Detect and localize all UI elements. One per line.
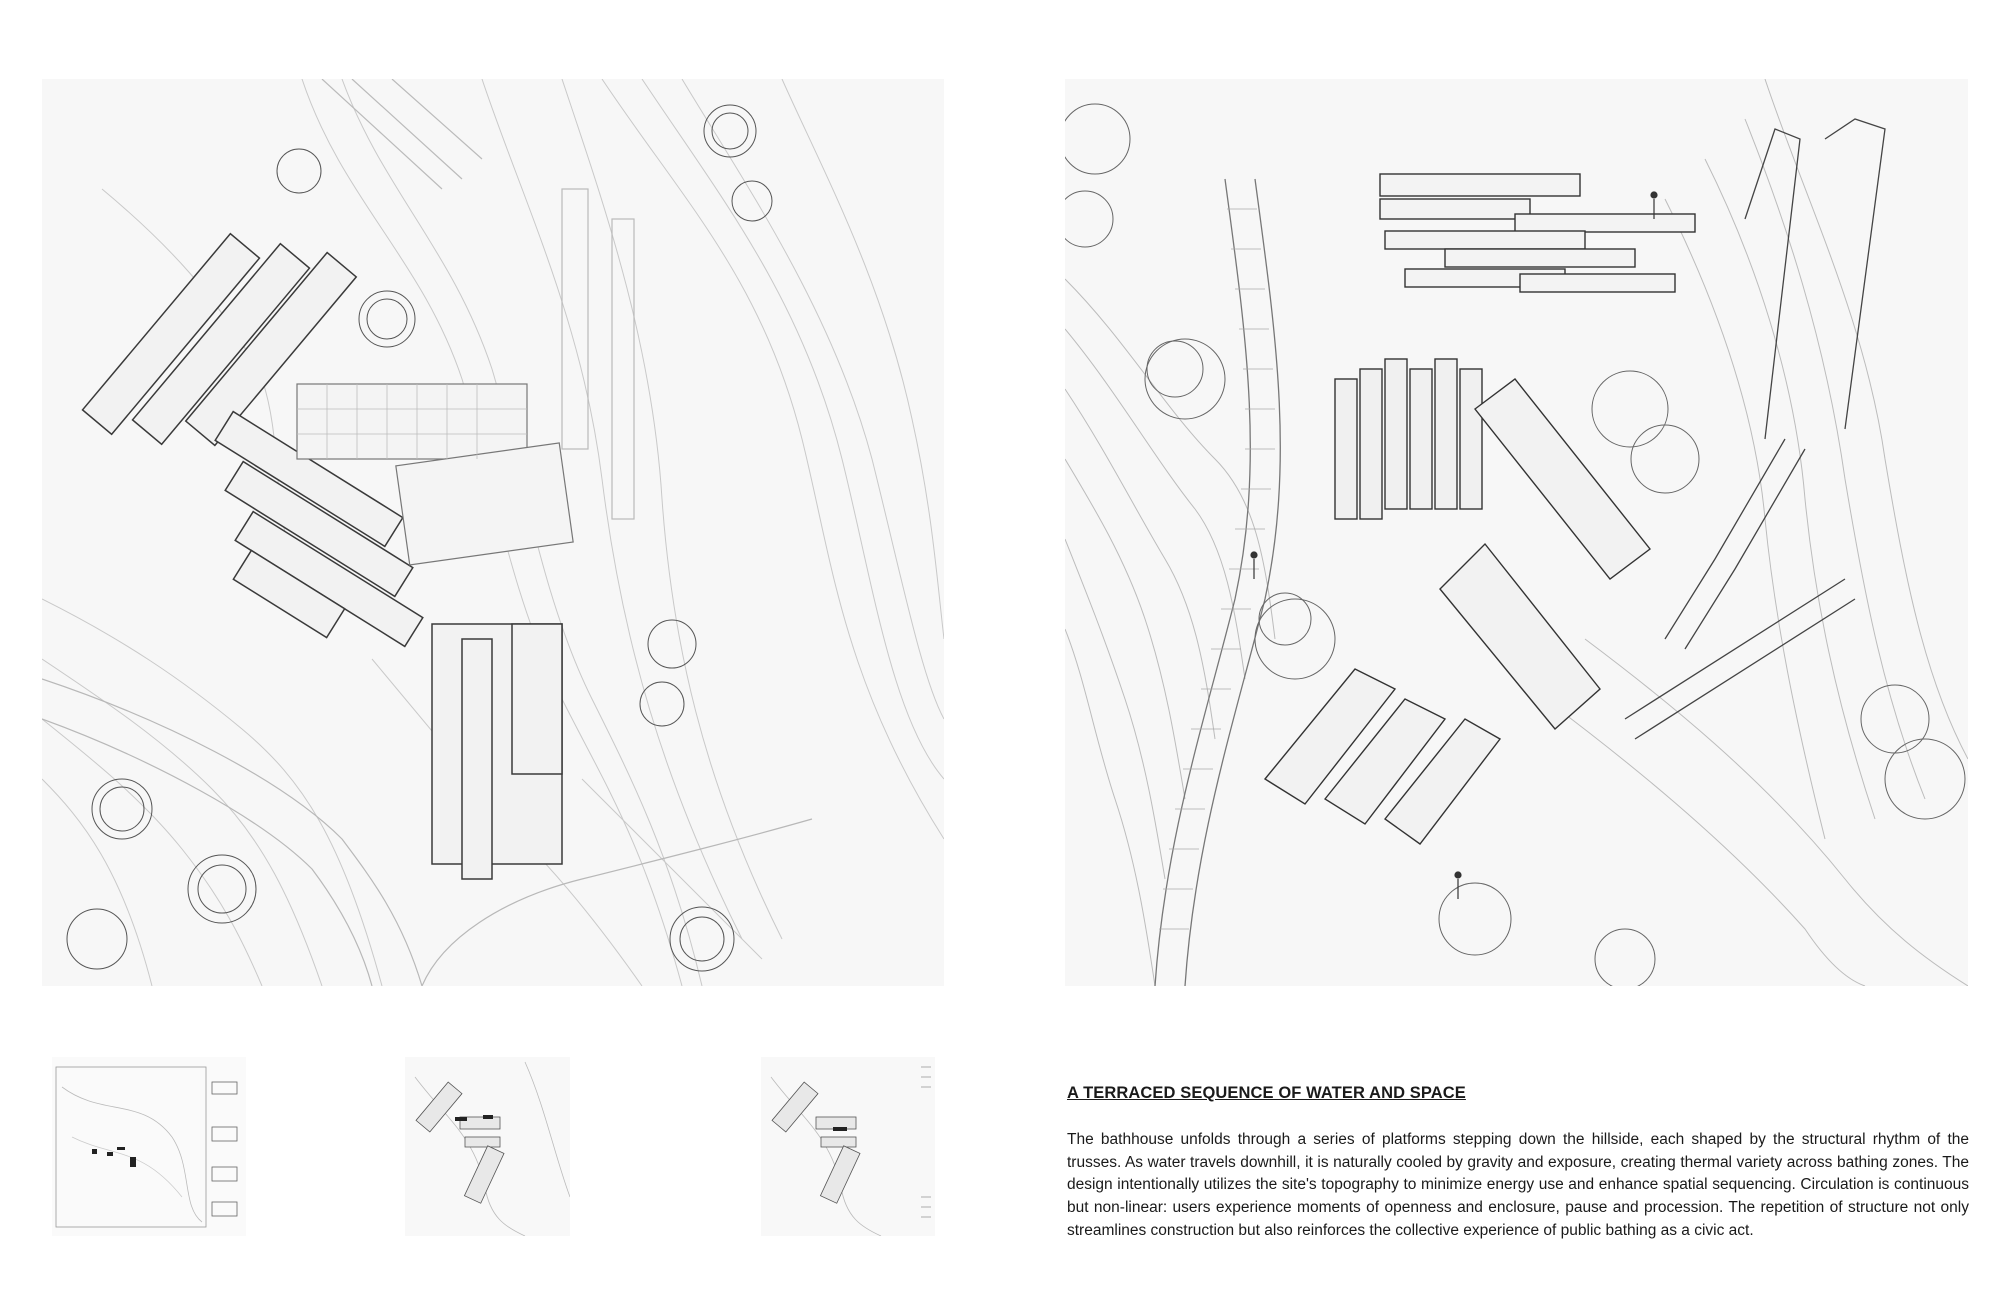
axonometric-drawing [1065, 79, 1968, 986]
roof-plan-thumbnail [761, 1057, 935, 1236]
axonometric-svg [1065, 79, 1968, 986]
site-plan-drawing [42, 79, 944, 986]
description-paragraph: The bathhouse unfolds through a series o… [1067, 1131, 1969, 1239]
site-plan-thumbnail [405, 1057, 570, 1236]
section-heading: A TERRACED SEQUENCE OF WATER AND SPACE [1067, 1084, 1466, 1102]
key-plan-thumbnail [52, 1057, 246, 1236]
site-plan-svg [42, 79, 944, 986]
description-block: A TERRACED SEQUENCE OF WATER AND SPACE T… [1067, 1084, 1969, 1243]
